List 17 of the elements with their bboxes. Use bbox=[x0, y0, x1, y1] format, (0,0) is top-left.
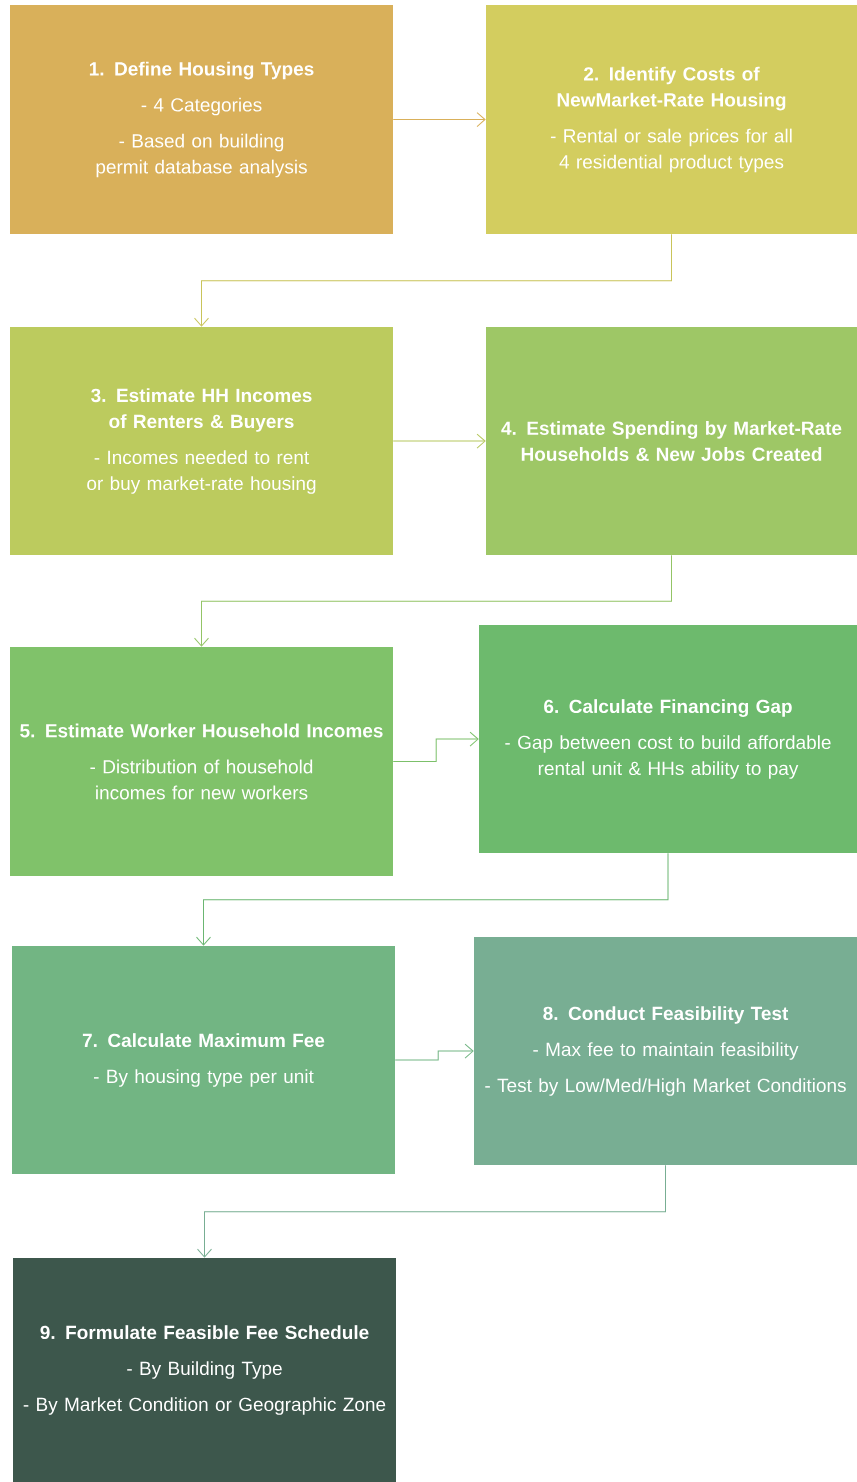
arrow bbox=[194, 233, 672, 327]
arrow bbox=[394, 1043, 474, 1061]
arrow bbox=[194, 554, 672, 647]
arrow bbox=[392, 433, 486, 449]
process-box: 6. Calculate Financing Gap - Gap between cost to build affordable rental unit & HHs ability to pay bbox=[479, 625, 857, 853]
process-box: 7. Calculate Maximum Fee - By housing type per unit bbox=[12, 946, 395, 1174]
arrow bbox=[392, 112, 486, 127]
arrow bbox=[197, 1164, 666, 1258]
process-box: 9. Formulate Feasible Fee Schedule - By Building Type - By Market Condition or Geographic Zone bbox=[13, 1258, 396, 1482]
process-box: 4. Estimate Spending by Market-Rate Households & New Jobs Created bbox=[486, 327, 857, 555]
process-box: 8. Conduct Feasibility Test - Max fee to maintain feasibility - Test by Low/Med/High Market Conditions bbox=[474, 937, 857, 1165]
process-box: 1. Define Housing Types - 4 Categories - Based on building permit database analysis bbox=[10, 5, 393, 234]
process-box: 5. Estimate Worker Household Incomes - Distribution of household incomes for new workers bbox=[10, 647, 393, 876]
process-box: 3. Estimate HH Incomes of Renters & Buyers - Incomes needed to rent or buy market-rate housing bbox=[10, 327, 393, 555]
process-box: 2. Identify Costs of NewMarket-Rate Housing - Rental or sale prices for all 4 residential product types bbox=[486, 5, 857, 234]
arrow bbox=[392, 731, 479, 762]
arrow bbox=[196, 852, 669, 946]
